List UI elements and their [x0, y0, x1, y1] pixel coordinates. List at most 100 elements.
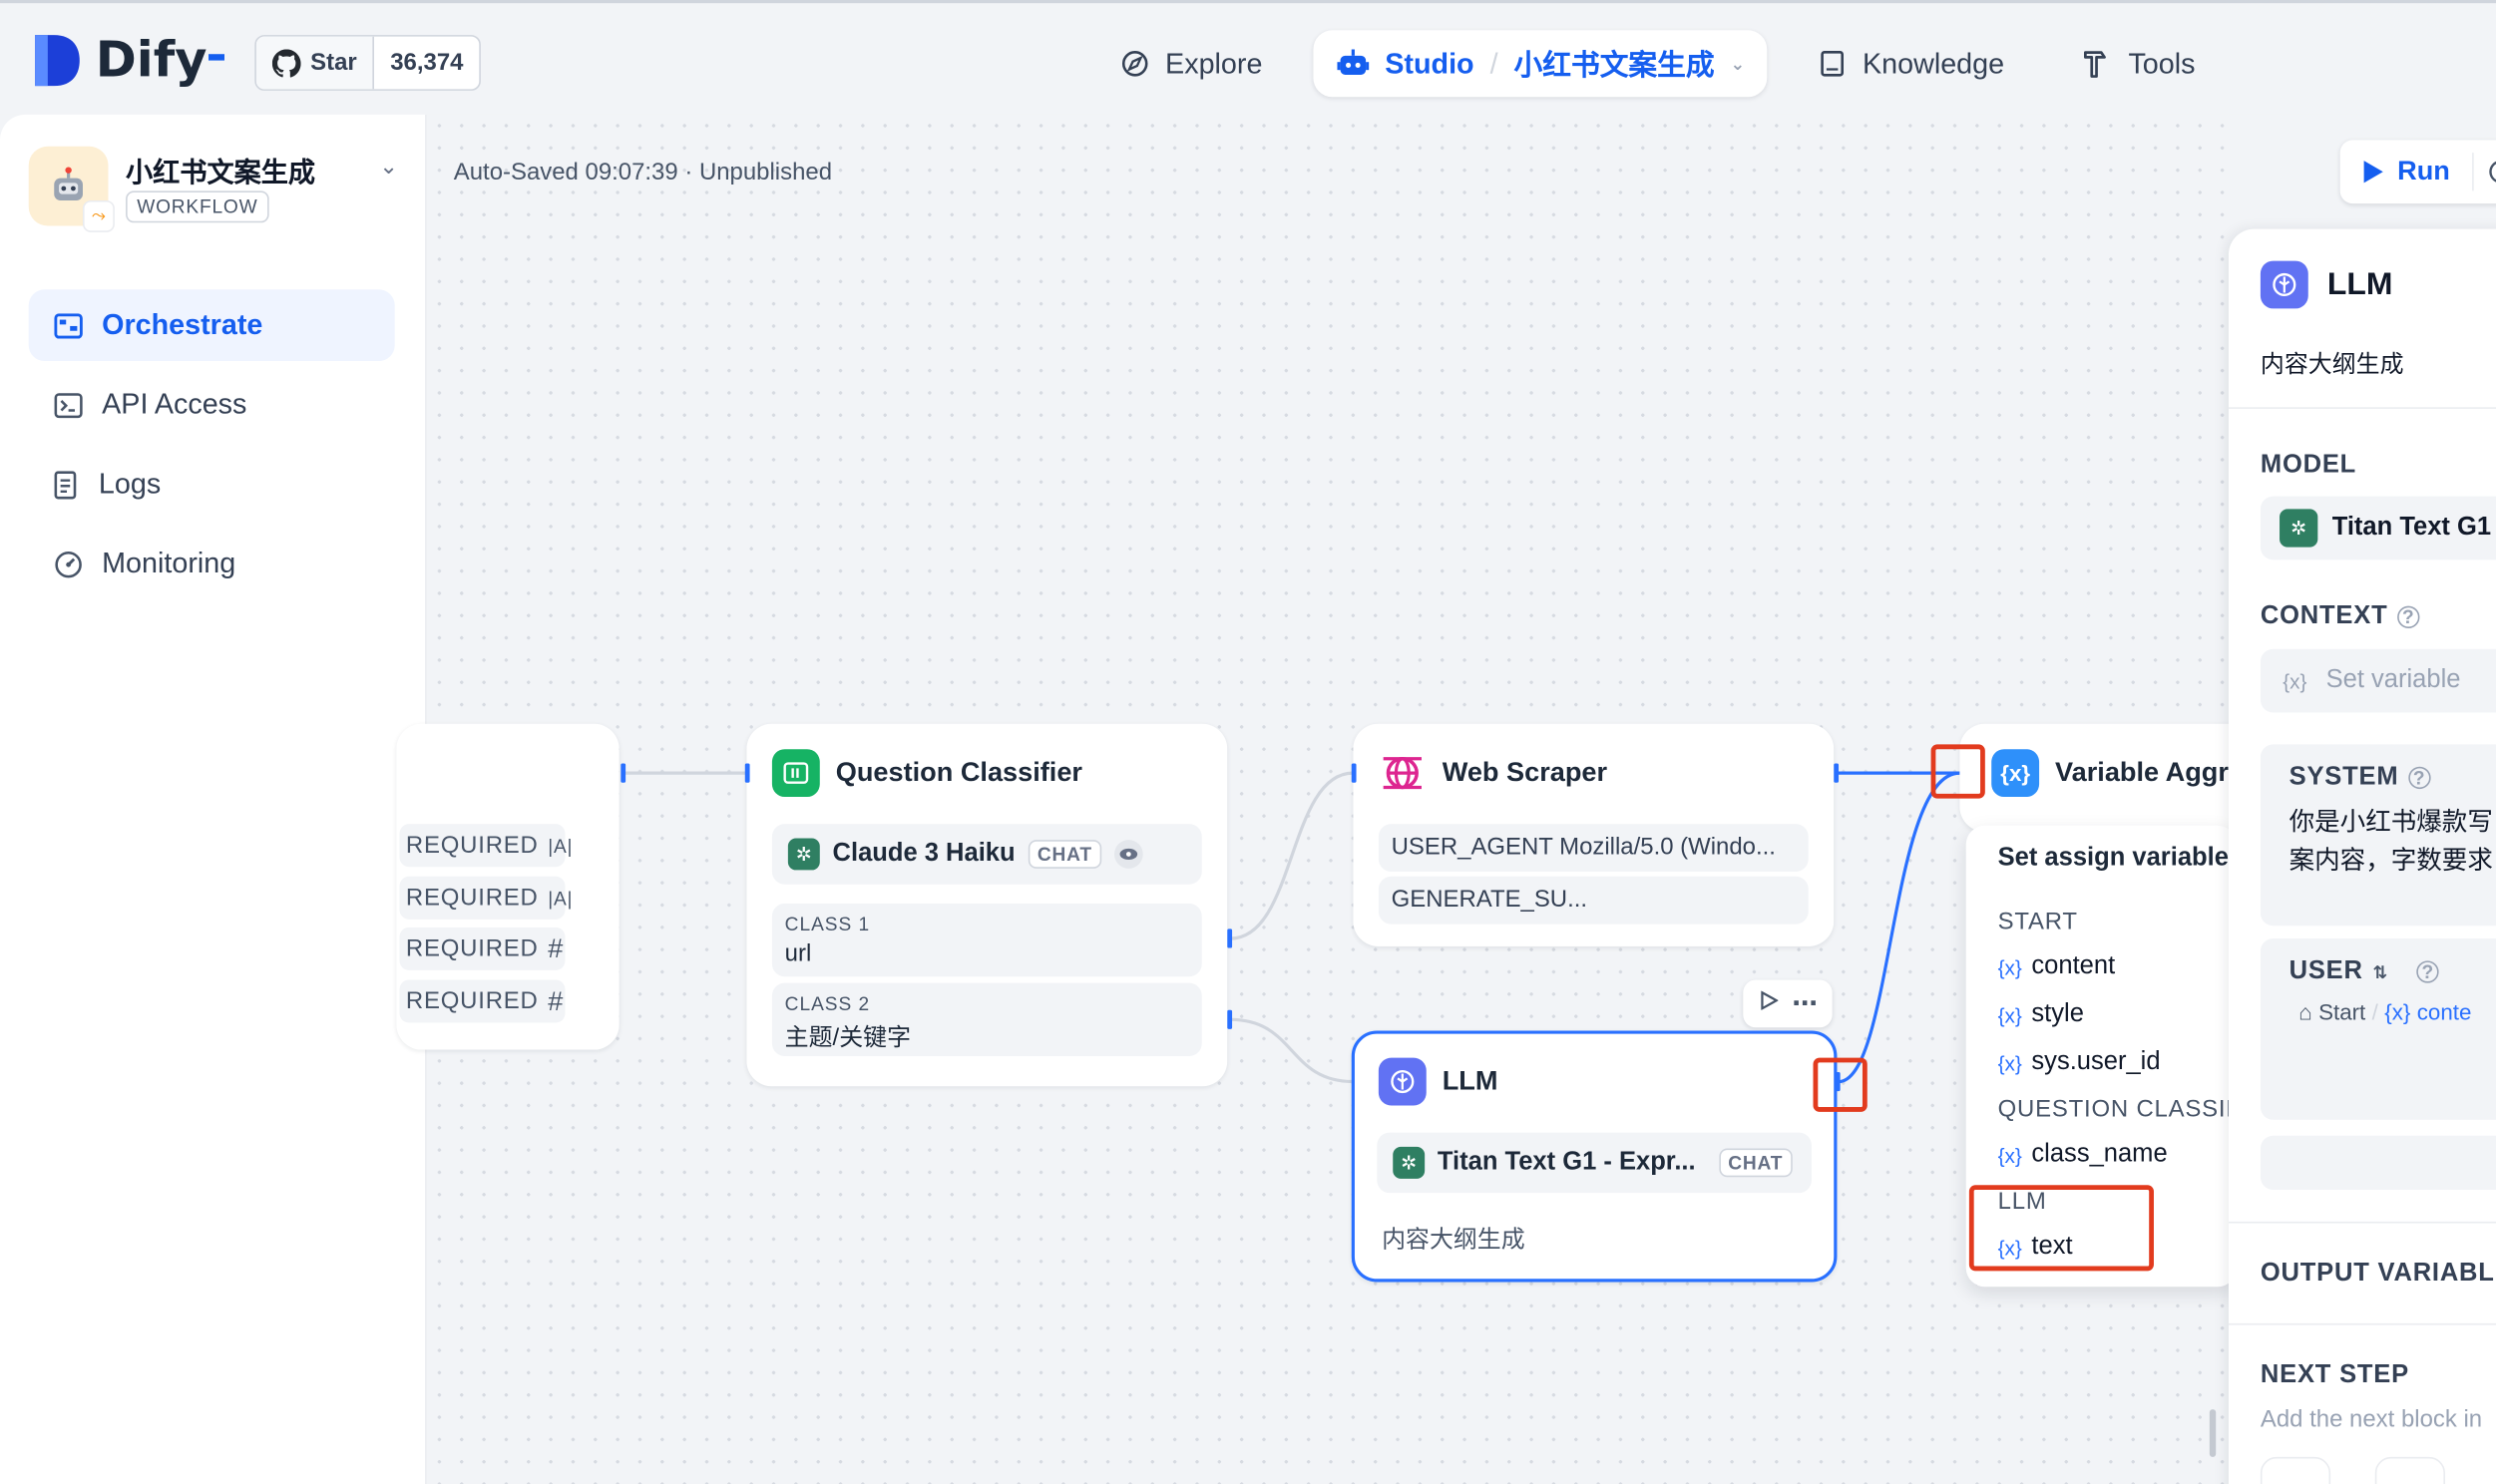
nav-studio-label: Studio — [1385, 47, 1474, 79]
model-selector[interactable]: ✲ Titan Text G1 — [2260, 496, 2496, 560]
chevron-down-icon[interactable]: ⌄ — [379, 153, 398, 179]
class2-output-handle[interactable] — [1227, 1009, 1233, 1029]
user-prompt-box[interactable]: USER⇅? ⌂ Start / {x} conte — [2260, 937, 2496, 1120]
class1-output-handle[interactable] — [1227, 928, 1233, 948]
field-required-label: REQUIRED — [405, 884, 539, 912]
annotation-highlight — [1968, 1185, 2154, 1272]
variable-icon: {x} — [2283, 668, 2307, 693]
node-input-handle[interactable] — [1351, 763, 1357, 783]
sidebar-menu: Orchestrate API Access Logs Monitoring — [28, 289, 395, 607]
node-output-handle[interactable] — [621, 763, 626, 783]
question-classifier-node[interactable]: Question Classifier ✲ Claude 3 Haiku CHA… — [746, 723, 1228, 1087]
var-option-user-id[interactable]: {x}sys.user_id — [1998, 1048, 2161, 1077]
class-value: url — [784, 939, 812, 967]
orchestrate-icon — [54, 312, 83, 338]
sidebar-item-orchestrate[interactable]: Orchestrate — [28, 289, 395, 362]
node-output-handle[interactable] — [1834, 763, 1840, 783]
var-option-text[interactable]: {x}text — [1998, 1233, 2073, 1262]
user-var-reference[interactable]: ⌂ Start / {x} conte — [2298, 999, 2471, 1025]
breadcrumb-separator: / — [1489, 47, 1498, 79]
more-icon[interactable]: ⋯ — [1792, 990, 1818, 1018]
workflow-badge-icon: ⤳ — [82, 199, 115, 232]
context-section-label: CONTEXT? — [2261, 602, 2420, 631]
divider — [2228, 1221, 2496, 1224]
robot-icon — [1337, 49, 1370, 75]
nav-explore-label: Explore — [1165, 47, 1263, 79]
var-option-class-name[interactable]: {x}class_name — [1998, 1141, 2168, 1170]
llm-brain-icon — [1378, 1057, 1427, 1106]
app-info[interactable]: ⤳ 小红书文案生成 WORKFLOW ⌄ — [28, 146, 398, 242]
user-label-text: USER — [2288, 957, 2363, 985]
model-selector[interactable]: ✲ Claude 3 Haiku CHAT — [771, 824, 1202, 885]
nav-knowledge[interactable]: Knowledge — [1818, 30, 2004, 97]
file-list-icon — [54, 470, 77, 499]
user-label[interactable]: USER⇅? — [2289, 957, 2439, 986]
connection-edges — [622, 771, 1960, 1084]
var-option-label: style — [2031, 1000, 2084, 1028]
next-step-hint: Add the next block in — [2260, 1405, 2483, 1434]
clock-icon[interactable] — [2487, 159, 2496, 185]
model-selector[interactable]: ✲ Titan Text G1 - Expr... CHAT — [1377, 1132, 1812, 1194]
play-icon[interactable] — [1760, 989, 1780, 1018]
context-placeholder: Set variable — [2325, 666, 2461, 694]
var-option-content[interactable]: {x}content — [1998, 952, 2116, 981]
play-icon — [2363, 161, 2383, 184]
sidebar-item-monitoring[interactable]: Monitoring — [29, 529, 395, 600]
node-output-handle[interactable] — [1835, 1071, 1841, 1092]
nav-current-app[interactable]: 小红书文案生成 — [1513, 49, 1715, 82]
system-label-text: SYSTEM — [2288, 763, 2399, 791]
add-message-button[interactable] — [2260, 1135, 2496, 1190]
start-input-field: REQUIRED# — [399, 979, 566, 1023]
variable-aggregator-node[interactable]: {x} Variable Aggre — [1959, 723, 2279, 833]
github-star-button[interactable]: Star 36,374 — [254, 35, 482, 91]
canvas-scrollbar[interactable] — [2209, 1409, 2217, 1457]
next-step-block[interactable] — [2374, 1456, 2445, 1484]
variable-icon: {x} — [2384, 998, 2411, 1025]
sidebar-item-api-access[interactable]: API Access — [29, 369, 395, 441]
number-type-icon: # — [548, 932, 565, 963]
workflow-canvas[interactable]: Auto-Saved 09:07:39 · Unpublished REQUIR… — [396, 114, 2279, 1484]
edge-classifier-scraper — [1230, 771, 1354, 940]
context-variable-selector[interactable]: {x} Set variable — [2260, 648, 2496, 713]
output-variable-label[interactable]: OUTPUT VARIABLE — [2260, 1260, 2496, 1288]
system-prompt-line: 你是小红书爆款写 — [2288, 809, 2493, 837]
start-input-field: REQUIRED|A| — [399, 824, 573, 868]
tool-param: GENERATE_SU... — [1378, 876, 1809, 925]
system-prompt-text[interactable]: 你是小红书爆款写案内容，字数要求 — [2289, 805, 2493, 882]
help-icon[interactable]: ? — [2416, 960, 2439, 983]
nav-tools-label: Tools — [2128, 47, 2196, 79]
var-name: conte — [2416, 998, 2472, 1025]
model-provider-icon: ✲ — [1393, 1146, 1426, 1179]
class-label: CLASS 2 — [784, 992, 871, 1015]
var-section-llm: LLM — [1997, 1188, 2047, 1216]
next-step-block[interactable] — [2260, 1456, 2331, 1484]
robot-avatar-icon — [54, 167, 83, 200]
nav-explore[interactable]: Explore — [1120, 30, 1262, 97]
var-option-label: sys.user_id — [2031, 1048, 2161, 1076]
nav-knowledge-label: Knowledge — [1862, 47, 2005, 79]
var-option-style[interactable]: {x} style — [1998, 1000, 2084, 1029]
book-icon — [1821, 51, 1844, 77]
system-prompt-box[interactable]: SYSTEM? 你是小红书爆款写案内容，字数要求 — [2260, 744, 2496, 927]
help-icon[interactable]: ? — [2407, 766, 2431, 790]
nav-tools[interactable]: Tools — [2081, 30, 2196, 97]
nav-studio[interactable]: Studio / 小红书文案生成 ⌄ — [1313, 30, 1768, 98]
chevron-down-icon[interactable]: ⌄ — [1730, 55, 1746, 75]
sidebar-item-logs[interactable]: Logs — [29, 449, 395, 521]
field-required-label: REQUIRED — [405, 832, 539, 860]
class-item: CLASS 2 主题/关键字 — [771, 982, 1202, 1057]
panel-title[interactable]: LLM — [2326, 266, 2393, 302]
panel-description[interactable]: 内容大纲生成 — [2260, 351, 2404, 379]
run-button[interactable]: Run — [2339, 140, 2496, 204]
history-icon[interactable] — [2472, 153, 2474, 191]
llm-node[interactable]: LLM ✲ Titan Text G1 - Expr... CHAT 内容大纲生… — [1351, 1030, 1838, 1283]
node-input-handle[interactable] — [744, 763, 750, 783]
dify-logo[interactable]: Dify — [32, 32, 225, 89]
start-input-field: REQUIRED# — [399, 927, 566, 970]
sidebar-item-label: Logs — [98, 467, 162, 500]
sidebar-item-label: API Access — [102, 388, 247, 421]
variable-icon: {x} — [1997, 1002, 2022, 1027]
help-icon[interactable]: ? — [2397, 605, 2420, 628]
start-node[interactable]: REQUIRED|A| REQUIRED|A| REQUIRED# REQUIR… — [396, 723, 620, 1050]
web-scraper-node[interactable]: Web Scraper USER_AGENT Mozilla/5.0 (Wind… — [1353, 723, 1835, 946]
